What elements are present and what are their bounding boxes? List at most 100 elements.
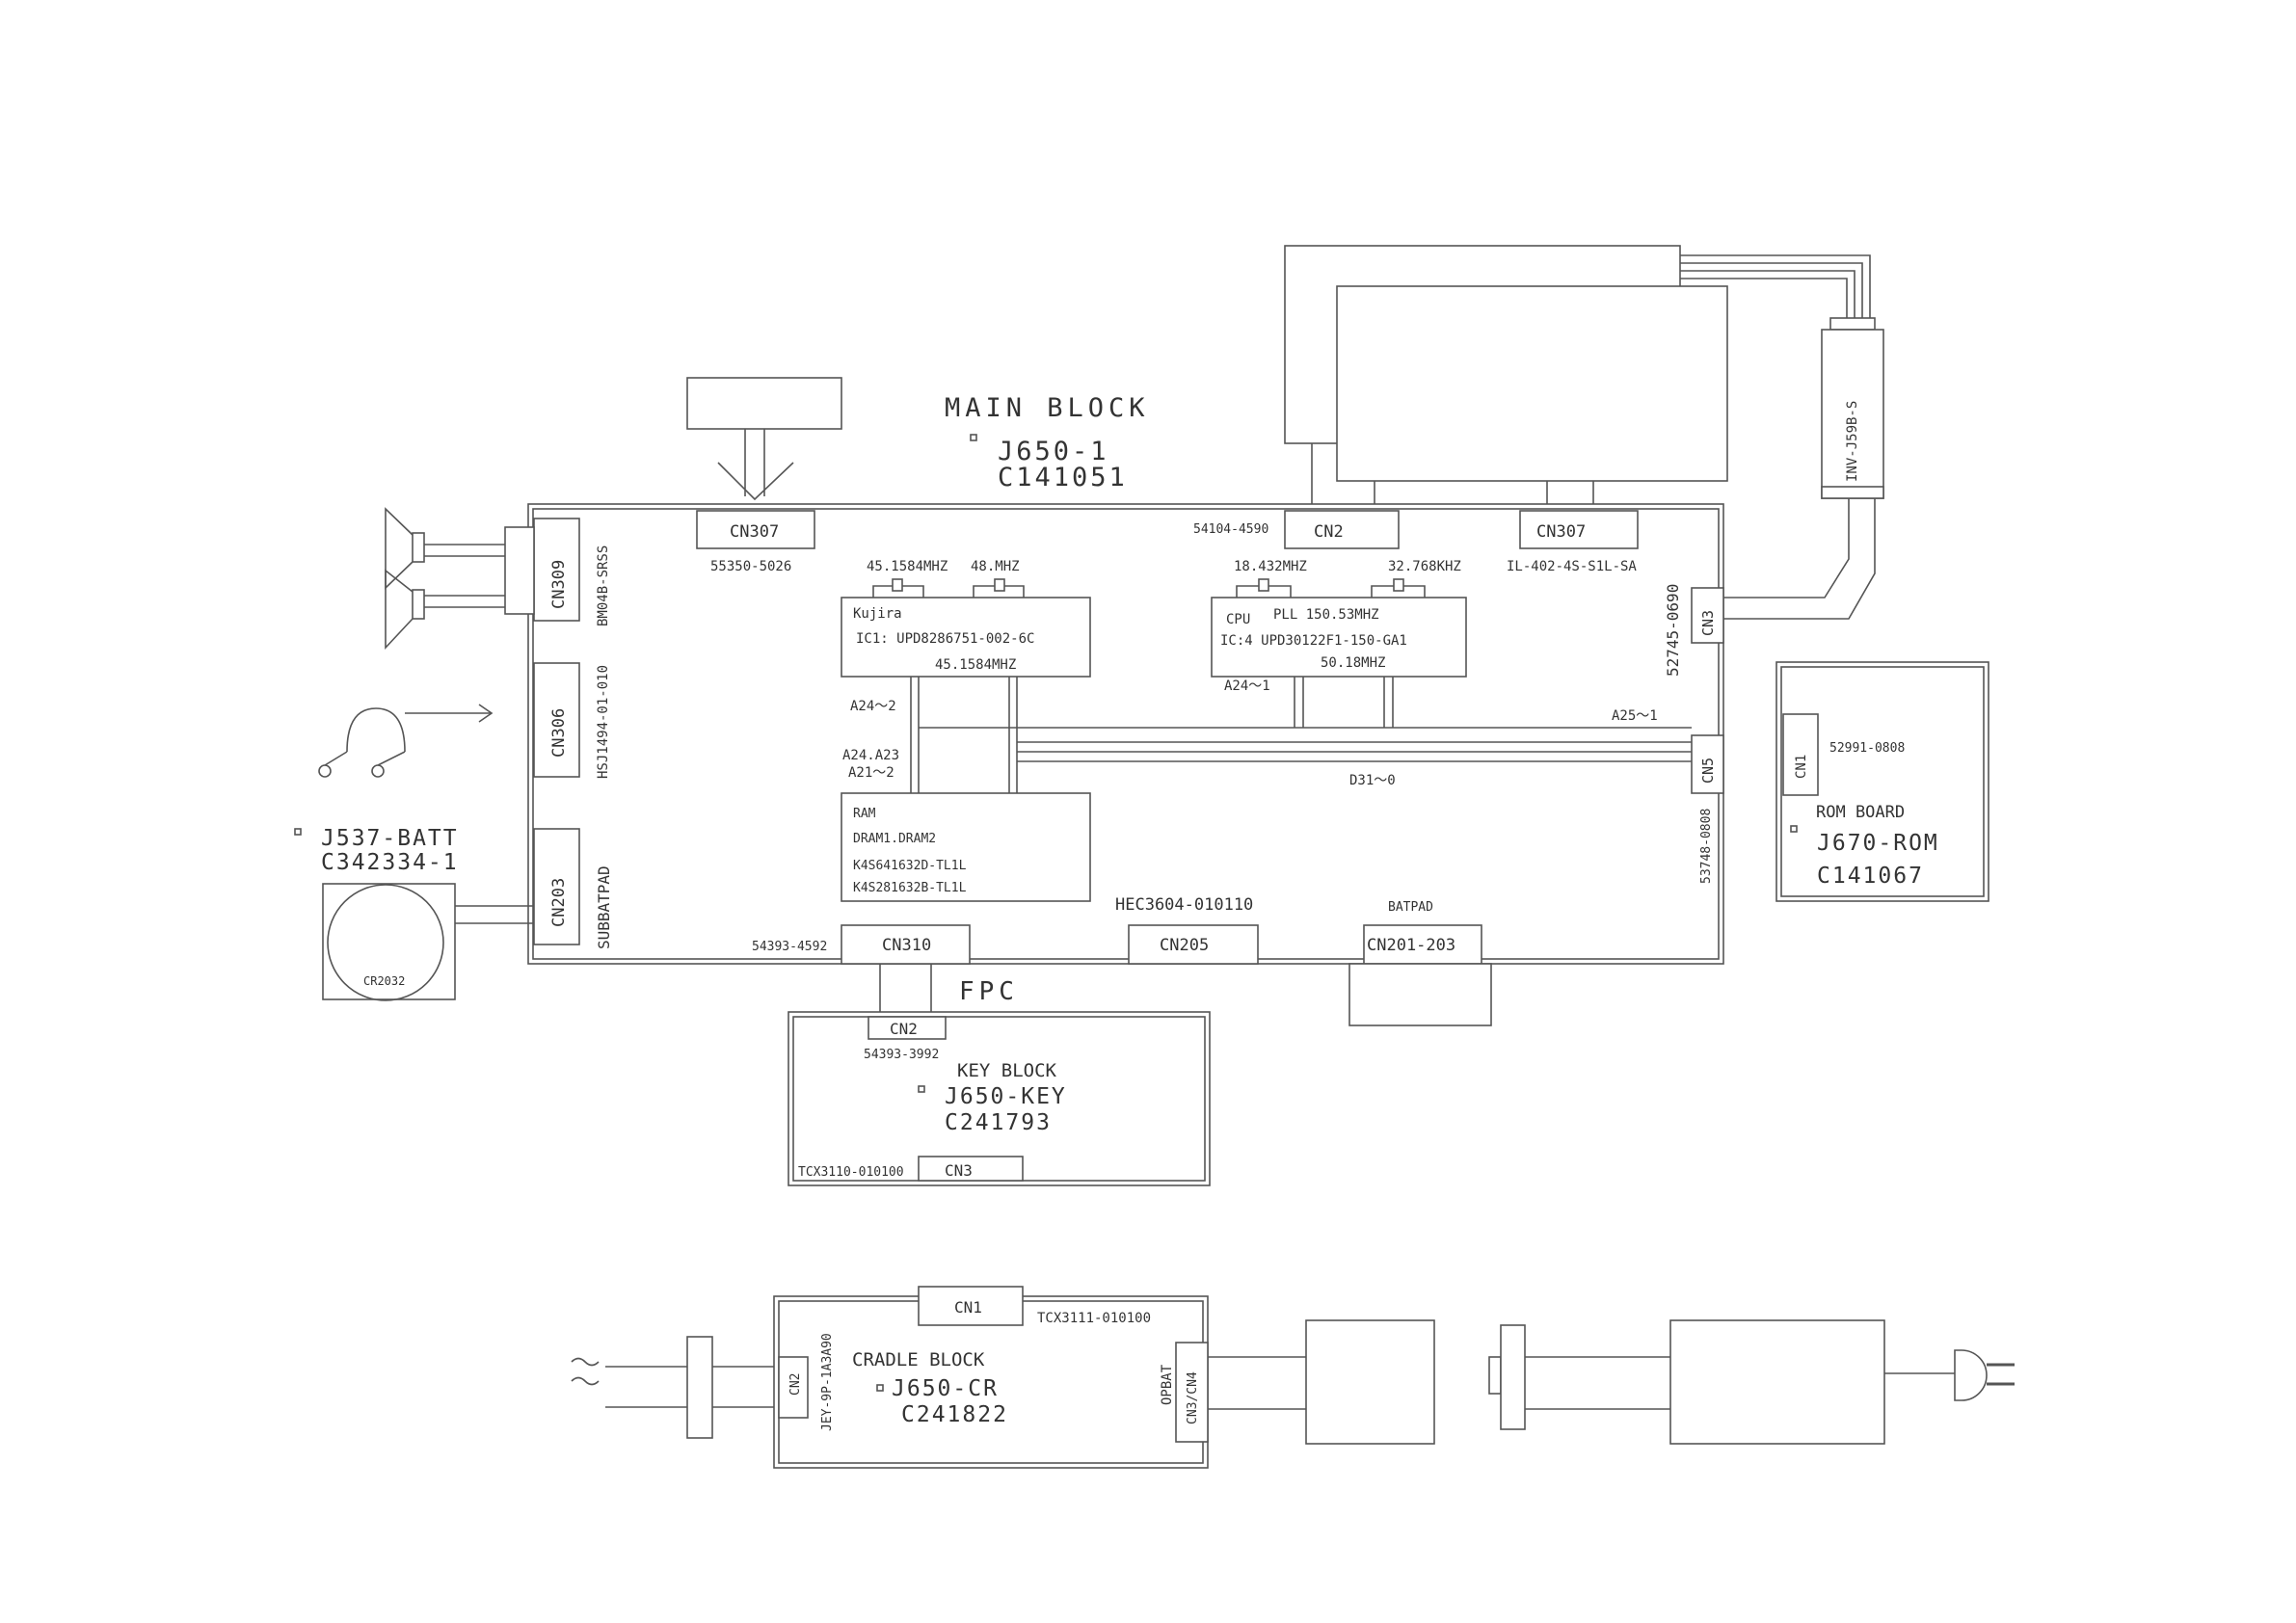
main-block-marker xyxy=(970,434,977,441)
cn306-label: CN306 xyxy=(549,708,569,758)
cn205-label: CN205 xyxy=(1160,936,1209,955)
connector-cn310 xyxy=(841,924,971,965)
speakers xyxy=(385,507,535,651)
cn307-top-part: 55350-5026 xyxy=(710,559,791,574)
ic1-part: IC1: UPD8286751-002-6C xyxy=(856,631,1034,647)
lcd-assembly: INV-J59B-S xyxy=(1284,245,1884,620)
bus-a25-1: A25～1 xyxy=(1612,708,1658,724)
ic1-freq: 45.1584MHZ xyxy=(935,657,1016,673)
bus-a24-2: A24～2 xyxy=(850,699,896,714)
cpu-pll: PLL 150.53MHZ xyxy=(1273,607,1379,623)
bus-a24-1: A24～1 xyxy=(1224,678,1270,694)
speaker-connector xyxy=(504,526,535,615)
rom-cn1-label: CN1 xyxy=(1794,755,1809,779)
cradle-cn1-label: CN1 xyxy=(954,1298,982,1317)
ic1-name: Kujira xyxy=(853,606,902,622)
connector-cn5 xyxy=(1691,734,1724,794)
main-block: MAIN BLOCK J650-1 C141051 HEC3604-010110… xyxy=(527,393,1724,1026)
battery-model: J537-BATT xyxy=(321,826,459,851)
osc-1-label: 45.1584MHZ xyxy=(867,559,948,574)
rom-connector-cn1 xyxy=(1782,713,1819,796)
speaker-1-magnet xyxy=(412,532,425,563)
ic1-kujira xyxy=(841,597,1091,678)
key-block-part: C241793 xyxy=(945,1110,1052,1135)
ac-adapter xyxy=(1669,1319,1885,1445)
key-block-model: J650-KEY xyxy=(945,1084,1067,1109)
ac-plug xyxy=(1954,1349,1988,1401)
cradle-connector-cn2 xyxy=(778,1356,809,1419)
cn2-part: 54104-4590 xyxy=(1193,522,1268,537)
cradle-block: CN1 TCX3111-010100 CN2 JEY-9P-1A3A90 CRA… xyxy=(571,1286,2015,1469)
key-pcb-label: TCX3110-010100 xyxy=(798,1165,904,1180)
bus-d31-0: D31～0 xyxy=(1349,773,1396,788)
bus-a24-a23: A24.A23 xyxy=(842,748,899,763)
rom-board: CN1 52991-0808 ROM BOARD J670-ROM C14106… xyxy=(1775,661,1989,902)
rom-board-part: C141067 xyxy=(1817,864,1924,889)
key-connector-cn2 xyxy=(868,1016,947,1040)
cradle-cn34-label: CN3/CN4 xyxy=(1186,1371,1200,1424)
dc-plug-tip xyxy=(1488,1356,1502,1395)
cn5-label: CN5 xyxy=(1699,758,1717,784)
dc-plug xyxy=(1500,1324,1526,1430)
cn307-top-label: CN307 xyxy=(730,522,779,542)
connector-cn3 xyxy=(1691,587,1724,644)
cn307-mate-connector xyxy=(686,377,842,430)
option-battery xyxy=(1305,1319,1435,1445)
ram-chips: DRAM1.DRAM2 xyxy=(853,832,936,846)
cradle-pcb-label: TCX3111-010100 xyxy=(1037,1311,1151,1326)
key-cn2-part: 54393-3992 xyxy=(864,1048,939,1062)
bus-a21-2: A21～2 xyxy=(848,765,894,781)
cradle-opbat-label: OPBAT xyxy=(1160,1364,1175,1405)
batpad-label: BATPAD xyxy=(1388,900,1433,915)
battery-cell-label: CR2032 xyxy=(363,974,405,988)
connector-cn309 xyxy=(533,518,580,622)
ram-part-1: K4S641632D-TL1L xyxy=(853,859,967,873)
cradle-cn2-part: JEY-9P-1A3A90 xyxy=(820,1333,835,1431)
cn307-right-label: CN307 xyxy=(1536,522,1586,542)
rom-cn1-part: 52991-0808 xyxy=(1829,741,1905,756)
cable-break-2 xyxy=(571,1376,600,1386)
osc-3-label: 18.432MHZ xyxy=(1234,559,1307,574)
crystal-symbols xyxy=(872,578,1426,598)
key-cn3-label: CN3 xyxy=(945,1161,973,1180)
cradle-block-title: CRADLE BLOCK xyxy=(852,1349,985,1370)
connector-cn203 xyxy=(533,828,580,945)
key-block-title: KEY BLOCK xyxy=(957,1060,1057,1081)
cpu-part: IC:4 UPD30122F1-150-GA1 xyxy=(1220,633,1407,649)
headphone-icon xyxy=(318,704,494,778)
key-cn2-label: CN2 xyxy=(890,1020,918,1038)
connector-cn306 xyxy=(533,662,580,778)
cradle-connector-cn1 xyxy=(918,1286,1024,1326)
key-block: CN2 54393-3992 KEY BLOCK J650-KEY C24179… xyxy=(788,1011,1211,1186)
cn310-part: 54393-4592 xyxy=(752,940,827,954)
osc-2-label: 48.MHZ xyxy=(971,559,1020,574)
connector-cn205 xyxy=(1128,924,1259,965)
cn2-label: CN2 xyxy=(1314,522,1344,542)
rom-board-title: ROM BOARD xyxy=(1816,803,1905,822)
cpu-freq: 50.18MHZ xyxy=(1321,655,1385,671)
cable-grommet xyxy=(686,1336,713,1439)
battery-marker xyxy=(294,828,302,836)
battery-part: C342334-1 xyxy=(321,850,459,875)
main-board-outline xyxy=(527,503,1724,965)
battery-block: J537-BATT C342334-1 CR2032 xyxy=(294,826,534,1001)
cn203-label: CN203 xyxy=(549,878,569,927)
cradle-block-part: C241822 xyxy=(901,1402,1008,1427)
cn309-part: BM04B-SRSS xyxy=(596,545,611,626)
cradle-connector-cn3-cn4 xyxy=(1175,1342,1209,1443)
cable-break-1 xyxy=(571,1357,600,1367)
cn5-part: 53748-0808 xyxy=(1699,809,1714,884)
main-pcb-label: HEC3604-010110 xyxy=(1115,895,1253,915)
connector-cn2 xyxy=(1284,510,1400,549)
speaker-2-magnet xyxy=(412,589,425,620)
connector-cn307-top xyxy=(696,510,815,549)
cradle-marker xyxy=(876,1384,884,1392)
main-block-title: MAIN BLOCK xyxy=(945,393,1150,423)
speaker-2-cone xyxy=(385,569,414,651)
rom-marker xyxy=(1790,825,1798,833)
cradle-block-model: J650-CR xyxy=(892,1376,999,1401)
key-marker xyxy=(918,1085,925,1093)
connector-cn307-right xyxy=(1519,510,1639,549)
bus-lines xyxy=(910,677,1692,793)
cpu-name: CPU xyxy=(1226,612,1250,627)
